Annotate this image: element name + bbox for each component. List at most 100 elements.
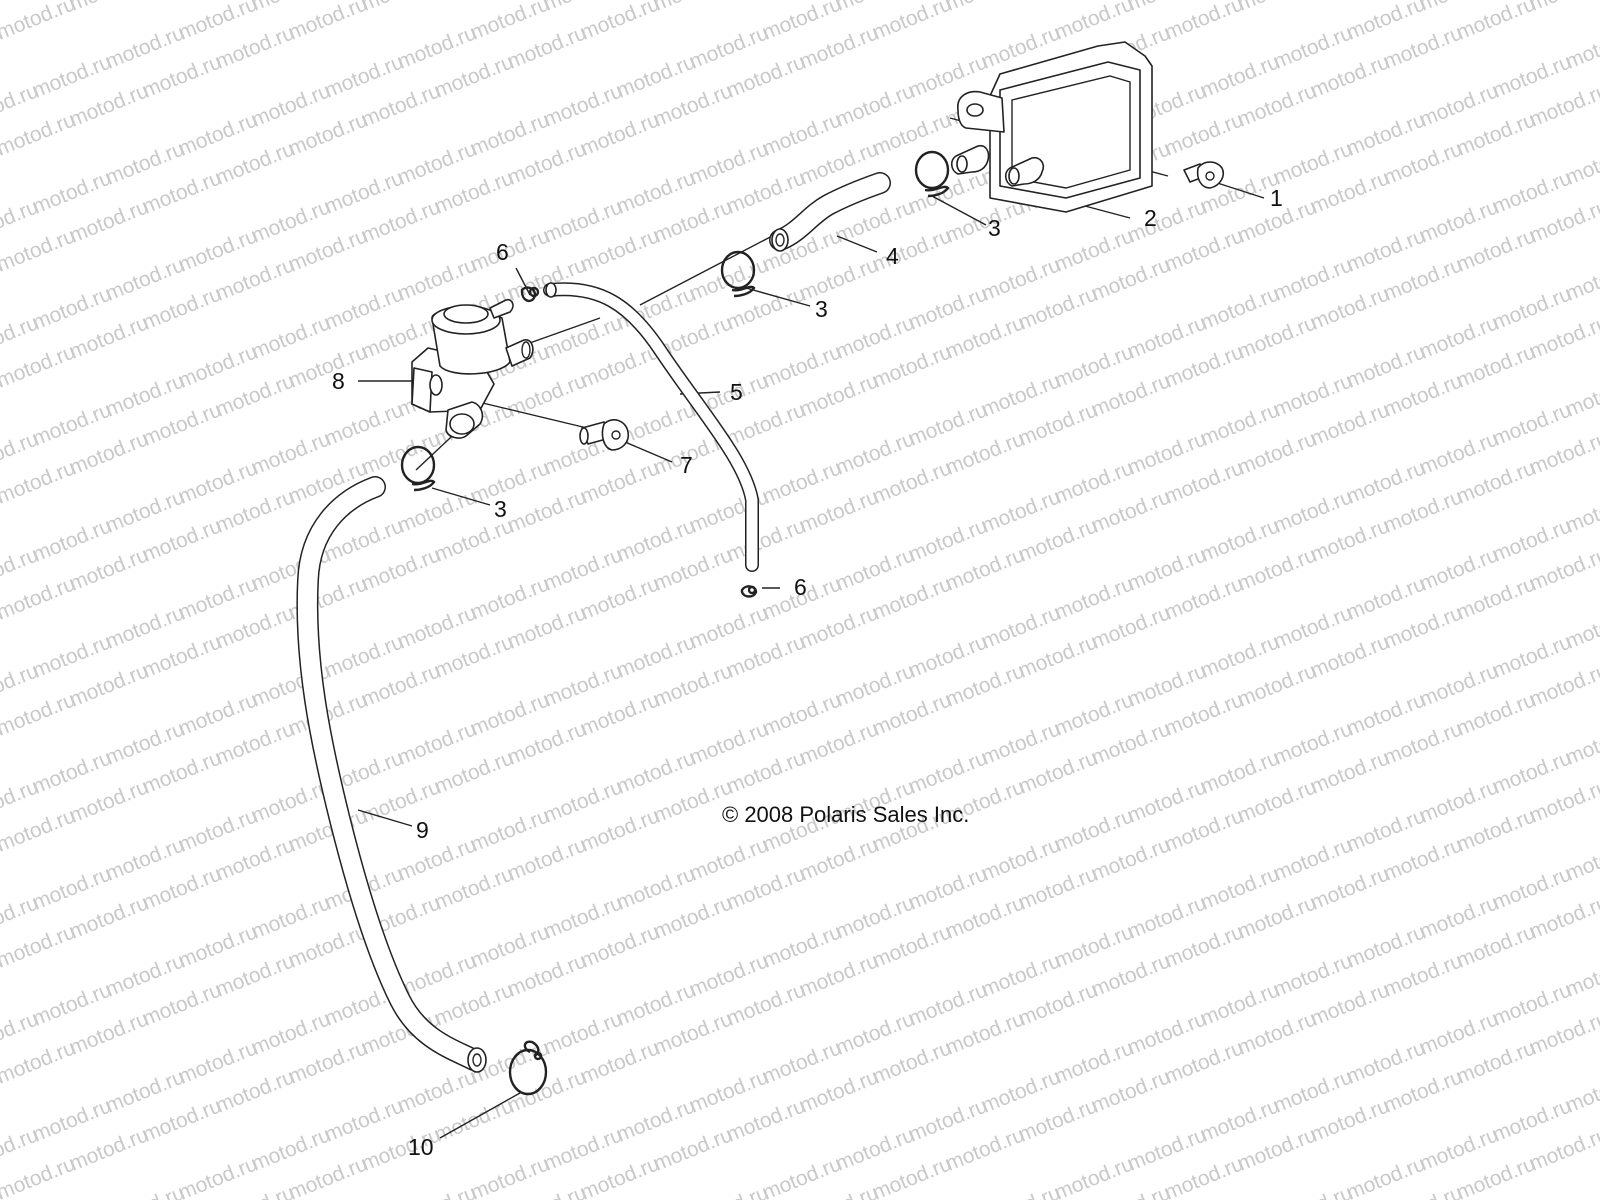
- watermark-text: motod.ru: [1562, 717, 1600, 769]
- watermark-text: motod.ru: [796, 601, 881, 653]
- watermark-text: motod.ru: [869, 1152, 954, 1200]
- callout-4: 4: [886, 243, 899, 269]
- watermark-text: motod.ru: [942, 0, 1027, 16]
- watermark-text: motod.ru: [431, 166, 516, 218]
- watermark-text: motod.ru: [175, 456, 260, 508]
- watermark-text: motod.ru: [832, 427, 917, 479]
- watermark-text: motod.ru: [1453, 108, 1538, 160]
- watermark-text: motod.ru: [175, 804, 260, 856]
- watermark-text: motod.ru: [1343, 688, 1428, 740]
- watermark-text: motod.ru: [467, 920, 552, 972]
- watermark-text: motod.ru: [905, 1094, 990, 1146]
- watermark-text: motod.ru: [1380, 601, 1465, 653]
- watermark-text: motod.ru: [1307, 746, 1392, 798]
- watermark-text: motod.ru: [504, 21, 589, 73]
- callout-6-upper: 6: [496, 239, 509, 265]
- callout-6-lower: 6: [794, 574, 807, 600]
- watermark-text: motod.ru: [942, 427, 1027, 479]
- watermark-text: motod.ru: [248, 1123, 333, 1175]
- watermark-text: motod.ru: [686, 137, 771, 189]
- watermark-text: motod.ru: [1526, 195, 1600, 247]
- watermark-text: motod.ru: [723, 630, 808, 682]
- watermark-text: motod.ru: [321, 50, 406, 102]
- watermark-text: motod.ru: [650, 1123, 735, 1175]
- watermark-text: motod.ru: [650, 659, 735, 711]
- watermark-text: motod.ru: [467, 1152, 552, 1200]
- watermark-text: motod.ru: [1015, 978, 1100, 1030]
- watermark-text: motod.ru: [0, 572, 79, 624]
- watermark-text: motod.ru: [540, 659, 625, 711]
- watermark-text: motod.ru: [321, 398, 406, 450]
- watermark-text: motod.ru: [66, 891, 151, 943]
- watermark-text: motod.ru: [1270, 833, 1355, 885]
- watermark-text: motod.ru: [1307, 398, 1392, 450]
- watermark-text: motod.ru: [905, 746, 990, 798]
- watermark-text: motod.ru: [139, 166, 224, 218]
- watermark-text: motod.ru: [102, 1065, 187, 1117]
- watermark-text: motod.ru: [1489, 862, 1574, 914]
- watermark-text: motod.ru: [1015, 862, 1100, 914]
- watermark-text: motod.ru: [796, 253, 881, 305]
- watermark-text: motod.ru: [759, 108, 844, 160]
- watermark-text: motod.ru: [1051, 920, 1136, 972]
- watermark-text: motod.ru: [1161, 456, 1246, 508]
- watermark-text: motod.ru: [942, 543, 1027, 595]
- watermark-text: motod.ru: [394, 1065, 479, 1117]
- watermark-text: motod.ru: [869, 108, 954, 160]
- watermark-text: motod.ru: [102, 21, 187, 73]
- watermark-text: motod.ru: [1270, 485, 1355, 537]
- watermark-text: motod.ru: [832, 659, 917, 711]
- watermark-text: motod.ru: [686, 601, 771, 653]
- watermark-text: motod.ru: [1380, 485, 1465, 537]
- watermark-text: motod.ru: [1234, 659, 1319, 711]
- watermark-text: motod.ru: [942, 1007, 1027, 1059]
- watermark-text: motod.ru: [66, 543, 151, 595]
- watermark-text: motod.ru: [1526, 79, 1600, 131]
- watermark-text: motod.ru: [285, 108, 370, 160]
- watermark-text: motod.ru: [978, 1065, 1063, 1117]
- watermark-text: motod.ru: [0, 0, 79, 45]
- watermark-text: motod.ru: [1453, 456, 1538, 508]
- watermark-text: motod.ru: [1197, 514, 1282, 566]
- watermark-text: motod.ru: [978, 949, 1063, 1001]
- watermark-text: motod.ru: [1197, 282, 1282, 334]
- watermark-text: motod.ru: [212, 253, 297, 305]
- watermark-text: motod.ru: [1453, 804, 1538, 856]
- callout-3-middle: 3: [815, 296, 828, 322]
- watermark-text: motod.ru: [1234, 0, 1319, 16]
- watermark-text: motod.ru: [577, 108, 662, 160]
- watermark-text: motod.ru: [577, 920, 662, 972]
- watermark-text: motod.ru: [29, 166, 114, 218]
- watermark-text: motod.ru: [0, 688, 79, 740]
- watermark-text: motod.ru: [577, 0, 662, 45]
- watermark-text: motod.ru: [0, 456, 79, 508]
- watermark-text: motod.ru: [467, 804, 552, 856]
- watermark-text: motod.ru: [29, 630, 114, 682]
- watermark-text: motod.ru: [248, 311, 333, 363]
- watermark-text: motod.ru: [1526, 0, 1600, 16]
- watermark-text: motod.ru: [796, 717, 881, 769]
- watermark-text: motod.ru: [905, 862, 990, 914]
- watermark-text: motod.ru: [1234, 1123, 1319, 1175]
- watermark-text: motod.ru: [1234, 1007, 1319, 1059]
- watermark-text: motod.ru: [29, 746, 114, 798]
- watermark-text: motod.ru: [1161, 920, 1246, 972]
- watermark-text: motod.ru: [175, 340, 260, 392]
- watermark-text: motod.ru: [1489, 398, 1574, 450]
- watermark-text: motod.ru: [504, 253, 589, 305]
- watermark-text: motod.ru: [285, 1152, 370, 1200]
- watermark-text: motod.ru: [358, 543, 443, 595]
- short-hose: [769, 172, 891, 252]
- watermark-text: motod.ru: [577, 804, 662, 856]
- screw-1: [1183, 161, 1225, 189]
- watermark-text: motod.ru: [1051, 340, 1136, 392]
- watermark-text: motod.ru: [66, 1007, 151, 1059]
- watermark-text: motod.ru: [1562, 369, 1600, 421]
- watermark-text: motod.ru: [613, 630, 698, 682]
- watermark-text: motod.ru: [175, 224, 260, 276]
- screw-7: [579, 419, 630, 451]
- watermark-text: motod.ru: [1307, 978, 1392, 1030]
- watermark-text: motod.ru: [1124, 195, 1209, 247]
- watermark-text: motod.ru: [504, 601, 589, 653]
